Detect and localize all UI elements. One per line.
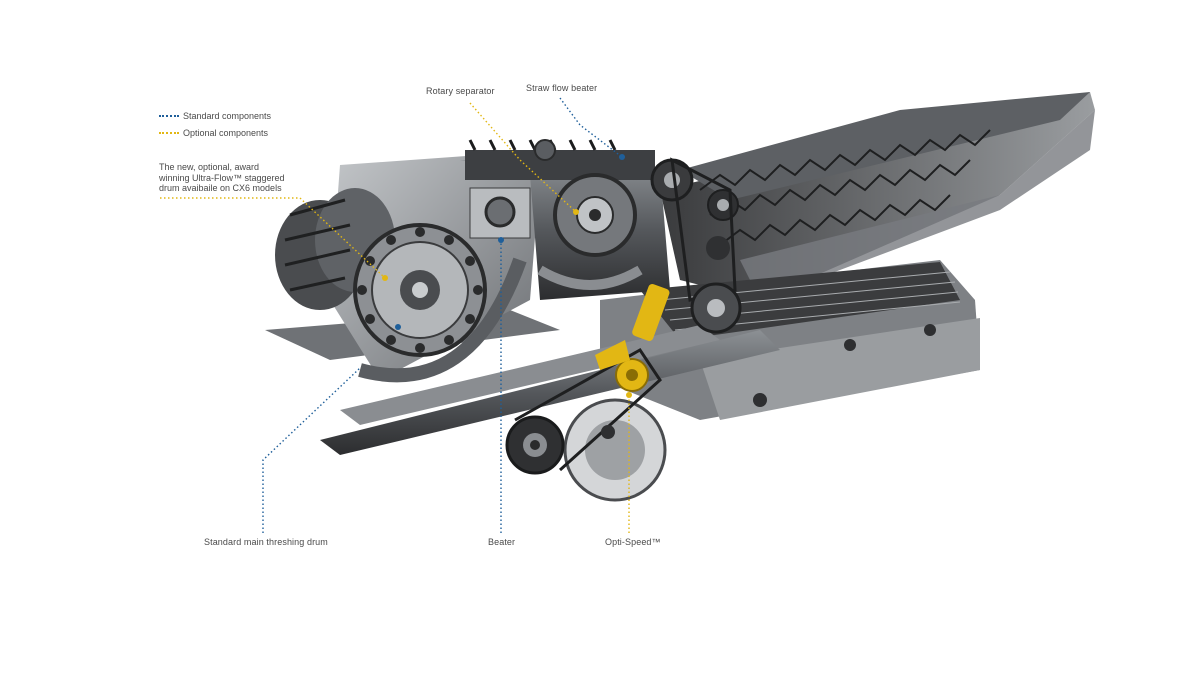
beater-drum [505, 348, 667, 502]
straw-flow-beater [650, 157, 742, 334]
leader-dots [382, 154, 632, 398]
legend-optional-swatch [159, 132, 179, 134]
leader-ultra-flow [160, 197, 386, 279]
callout-straw-flow-beater: Straw flow beater [526, 83, 598, 93]
ultra-flow-drum-cluster [275, 188, 487, 357]
callout-opti-speed: Opti-Speed™ [605, 537, 661, 547]
opti-speed-variator [595, 283, 670, 392]
legend-optional-label: Optional components [183, 128, 269, 138]
legend-optional: Optional components [159, 128, 268, 138]
callout-main-threshing-drum: Standard main threshing drum [204, 537, 328, 547]
leader-rotary-separator [469, 102, 577, 213]
callout-rotary-separator: Rotary separator [426, 86, 495, 96]
legend-standard-swatch [159, 115, 179, 117]
straw-walkers [660, 92, 1095, 300]
legend-standard-label: Standard components [183, 111, 272, 121]
leader-lines [160, 97, 630, 533]
leader-straw-flow-beater [559, 97, 623, 158]
callout-beater: Beater [488, 537, 516, 547]
callout-ultra-flow: The new, optional, award winning Ultra-F… [159, 162, 285, 193]
rotary-separator [465, 139, 655, 257]
legend-standard: Standard components [159, 111, 271, 121]
leader-main-drum [262, 367, 361, 533]
